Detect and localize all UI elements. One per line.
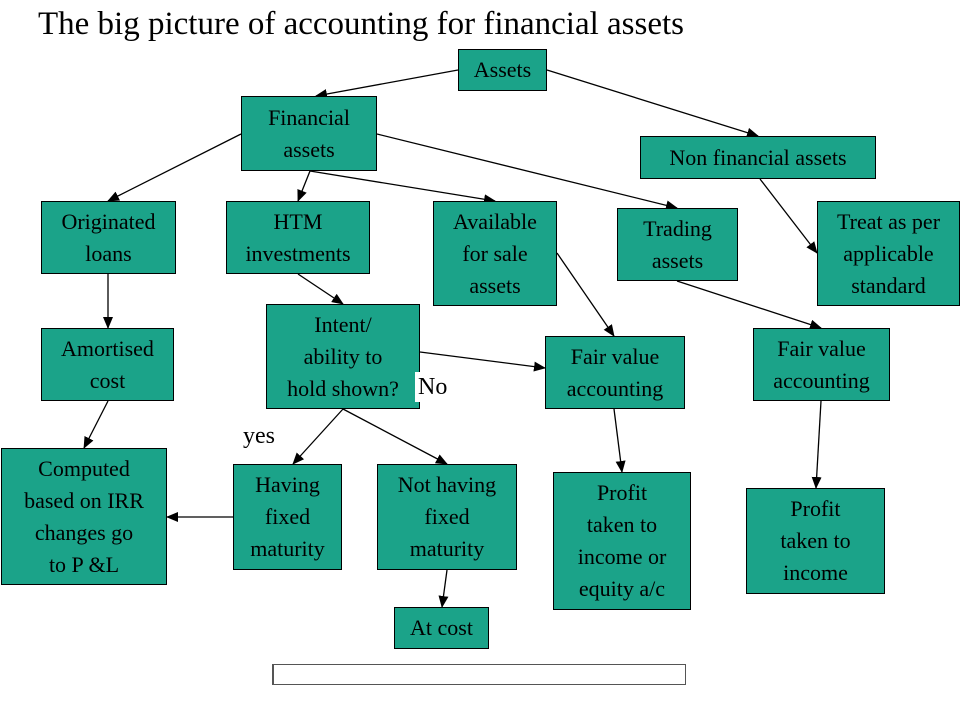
arrow-intent-ability-to-not-having-fixed-maturity — [342, 408, 448, 465]
node-fair-value-accounting-trading: Fair value accounting — [753, 328, 890, 401]
node-trading-assets: Trading assets — [617, 208, 738, 281]
horizontal-scrollbar[interactable] — [272, 664, 686, 685]
arrow-fair-value-trading-to-profit-income — [811, 400, 822, 489]
node-amortised-cost: Amortised cost — [41, 328, 174, 401]
arrow-financial-assets-to-originated-loans — [107, 133, 242, 202]
arrow-assets-to-financial-assets — [315, 69, 459, 99]
node-originated-loans: Originated loans — [41, 201, 176, 274]
edge-label-yes: yes — [243, 423, 275, 449]
arrow-intent-ability-to-fair-value-afs — [419, 351, 546, 372]
arrow-trading-assets-to-fair-value-trading — [676, 280, 822, 330]
node-having-fixed-maturity: Having fixed maturity — [233, 464, 342, 570]
node-intent-ability-to-hold-shown: Intent/ ability to hold shown? — [266, 304, 420, 409]
edge-label-no: No — [415, 372, 451, 402]
node-profit-taken-to-income: Profit taken to income — [746, 488, 885, 594]
node-available-for-sale-assets: Available for sale assets — [433, 201, 557, 306]
node-at-cost: At cost — [394, 607, 489, 649]
arrow-htm-investments-to-intent-ability — [297, 273, 344, 305]
node-computed-based-on-irr: Computed based on IRR changes go to P &L — [1, 448, 167, 585]
arrow-amortised-cost-to-computed-irr — [83, 400, 109, 449]
node-financial-assets: Financial assets — [241, 96, 377, 171]
arrow-fair-value-afs-to-profit-income-equity — [613, 408, 626, 473]
arrow-financial-assets-to-htm-investments — [297, 170, 311, 202]
node-assets: Assets — [458, 49, 547, 91]
arrow-available-for-sale-to-fair-value-afs — [556, 252, 615, 337]
node-treat-as-per-applicable-standard: Treat as per applicable standard — [817, 201, 960, 306]
arrow-non-financial-assets-to-treat-as-per-standard — [759, 178, 818, 254]
diagram-title: The big picture of accounting for financ… — [38, 6, 685, 42]
node-htm-investments: HTM investments — [226, 201, 370, 274]
arrow-financial-assets-to-available-for-sale — [309, 170, 496, 205]
arrow-financial-assets-to-trading-assets — [376, 133, 678, 211]
node-not-having-fixed-maturity: Not having fixed maturity — [377, 464, 517, 570]
arrow-assets-to-non-financial-assets — [546, 69, 759, 138]
arrow-intent-ability-to-having-fixed-maturity — [292, 408, 344, 465]
arrow-not-having-fixed-maturity-to-at-cost — [438, 569, 449, 608]
node-fair-value-accounting-afs: Fair value accounting — [545, 336, 685, 409]
node-non-financial-assets: Non financial assets — [640, 136, 876, 179]
node-profit-taken-to-income-or-equity: Profit taken to income or equity a/c — [553, 472, 691, 610]
